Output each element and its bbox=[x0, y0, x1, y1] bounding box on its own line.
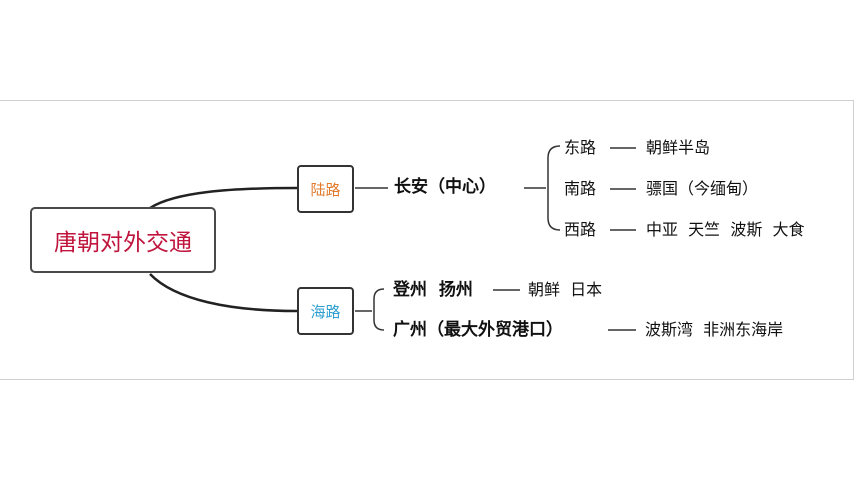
frame-bottom-line bbox=[0, 379, 854, 380]
connector-root-sea bbox=[149, 273, 298, 313]
route-west-name: 西路 bbox=[564, 220, 597, 239]
route-east-name: 东路 bbox=[564, 138, 597, 157]
port-north-name: 登州 扬州 bbox=[393, 280, 473, 300]
route-south-name: 南路 bbox=[564, 179, 597, 198]
land-hub-label: 长安（中心） bbox=[394, 177, 496, 197]
port-guangzhou-name: 广州（最大外贸港口） bbox=[393, 320, 563, 340]
branch-node-land: 陆路 bbox=[297, 165, 354, 213]
frame-top-line bbox=[0, 100, 854, 101]
root-node-tang-transport: 唐朝对外交通 bbox=[30, 207, 216, 273]
bracket-land-routes bbox=[547, 145, 561, 231]
sea-label: 海路 bbox=[310, 302, 341, 321]
route-east-dest: 朝鲜半岛 bbox=[646, 138, 711, 157]
frame-right-line bbox=[853, 100, 854, 380]
port-north-dest: 朝鲜 日本 bbox=[528, 280, 603, 299]
land-label: 陆路 bbox=[310, 180, 341, 199]
port-guangzhou-dest: 波斯湾 非洲东海岸 bbox=[645, 320, 784, 339]
root-label: 唐朝对外交通 bbox=[54, 230, 192, 256]
route-south-dest: 骠国（今缅甸） bbox=[646, 179, 759, 198]
route-west-dest: 中亚 天竺 波斯 大食 bbox=[646, 220, 805, 239]
bracket-sea-ports bbox=[373, 288, 385, 331]
connector-root-land bbox=[149, 186, 298, 210]
branch-node-sea: 海路 bbox=[297, 287, 354, 335]
